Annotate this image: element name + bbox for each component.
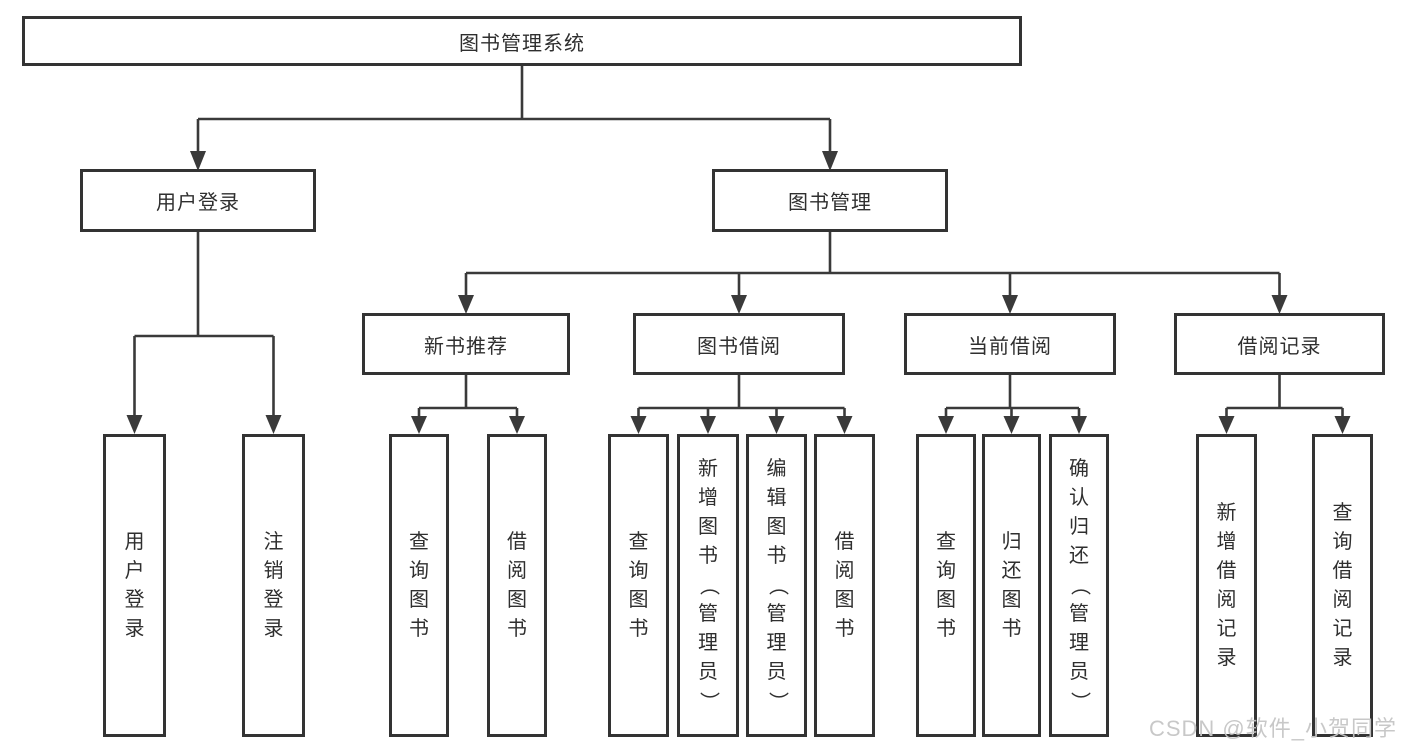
- arrowhead: [126, 415, 143, 434]
- node-label: 编辑图书（管理员）: [766, 458, 788, 712]
- node-label: 查询借阅记录: [1332, 501, 1353, 669]
- leaf-records-add-record: 新增借阅记录: [1196, 434, 1257, 737]
- arrowhead: [1271, 295, 1288, 314]
- leaf-recommend-borrow-book: 借阅图书: [487, 434, 547, 737]
- arrowhead: [1218, 416, 1235, 434]
- arrowhead: [509, 416, 525, 434]
- node-current-borrowing: 当前借阅: [904, 313, 1116, 375]
- node-label: 用户登录: [156, 192, 240, 214]
- arrowhead: [768, 416, 785, 434]
- leaf-logout: 注销登录: [242, 434, 305, 737]
- leaf-recommend-query-book: 查询图书: [389, 434, 449, 737]
- arrowhead: [1334, 416, 1351, 434]
- node-borrow-records: 借阅记录: [1174, 313, 1385, 375]
- leaf-current-confirm-return-admin: 确认归还（管理员）: [1049, 434, 1109, 737]
- node-label: 用户登录: [124, 530, 145, 640]
- node-label: 查询图书: [936, 530, 956, 640]
- arrowhead: [630, 416, 647, 434]
- arrowhead: [1071, 416, 1087, 434]
- csdn-watermark: CSDN @软件_小贺同学: [1148, 716, 1397, 741]
- node-label: 查询图书: [628, 530, 649, 640]
- connector-log-splitter: [1226, 375, 1343, 410]
- arrowhead: [938, 416, 954, 434]
- leaf-current-query-book: 查询图书: [916, 434, 976, 737]
- node-label: 查询图书: [409, 530, 429, 640]
- arrowhead: [1003, 416, 1020, 434]
- arrowhead: [700, 416, 716, 434]
- node-label: 图书管理: [788, 192, 872, 214]
- leaf-borrowing-query-book: 查询图书: [608, 434, 669, 737]
- node-system-root: 图书管理系统: [22, 16, 1022, 66]
- connector-rec-splitter: [419, 375, 517, 410]
- node-label: 归还图书: [1001, 530, 1022, 640]
- node-user-login-branch: 用户登录: [80, 169, 316, 232]
- node-label: 图书借阅: [697, 335, 781, 358]
- leaf-borrowing-add-book-admin: 新增图书（管理员）: [677, 434, 739, 737]
- node-label: 注销登录: [263, 530, 284, 640]
- leaf-borrowing-edit-book-admin: 编辑图书（管理员）: [746, 434, 807, 737]
- arrowhead: [411, 416, 427, 434]
- node-book-management: 图书管理: [712, 169, 948, 232]
- connector-mgmt-splitter: [466, 232, 1280, 275]
- connector-cur-splitter: [946, 375, 1079, 410]
- node-label: 借阅记录: [1237, 335, 1322, 358]
- connector-user-splitter: [134, 232, 274, 338]
- arrowhead: [731, 295, 747, 314]
- leaf-borrowing-borrow-book: 借阅图书: [814, 434, 875, 737]
- node-label: 借阅图书: [834, 530, 855, 640]
- arrowhead: [1002, 295, 1018, 314]
- node-label: 当前借阅: [968, 335, 1052, 358]
- arrowhead: [836, 416, 853, 434]
- connector-bor-splitter: [638, 375, 845, 410]
- node-label: 图书管理系统: [459, 32, 585, 55]
- arrowhead: [190, 151, 206, 171]
- connector-root-splitter: [198, 66, 830, 121]
- leaf-records-query-record: 查询借阅记录: [1312, 434, 1373, 737]
- leaf-current-return-book: 归还图书: [982, 434, 1041, 737]
- leaf-user-login: 用户登录: [103, 434, 166, 737]
- arrowhead: [822, 151, 838, 171]
- node-label: 新增借阅记录: [1216, 501, 1237, 669]
- node-label: 借阅图书: [507, 530, 527, 640]
- node-label: 新书推荐: [424, 335, 508, 358]
- node-label: 新增图书（管理员）: [697, 458, 720, 712]
- node-book-borrowing: 图书借阅: [633, 313, 845, 375]
- arrowhead: [265, 415, 282, 434]
- node-new-book-recommend: 新书推荐: [362, 313, 570, 375]
- node-label: 确认归还（管理员）: [1068, 458, 1091, 712]
- arrowhead: [458, 295, 474, 314]
